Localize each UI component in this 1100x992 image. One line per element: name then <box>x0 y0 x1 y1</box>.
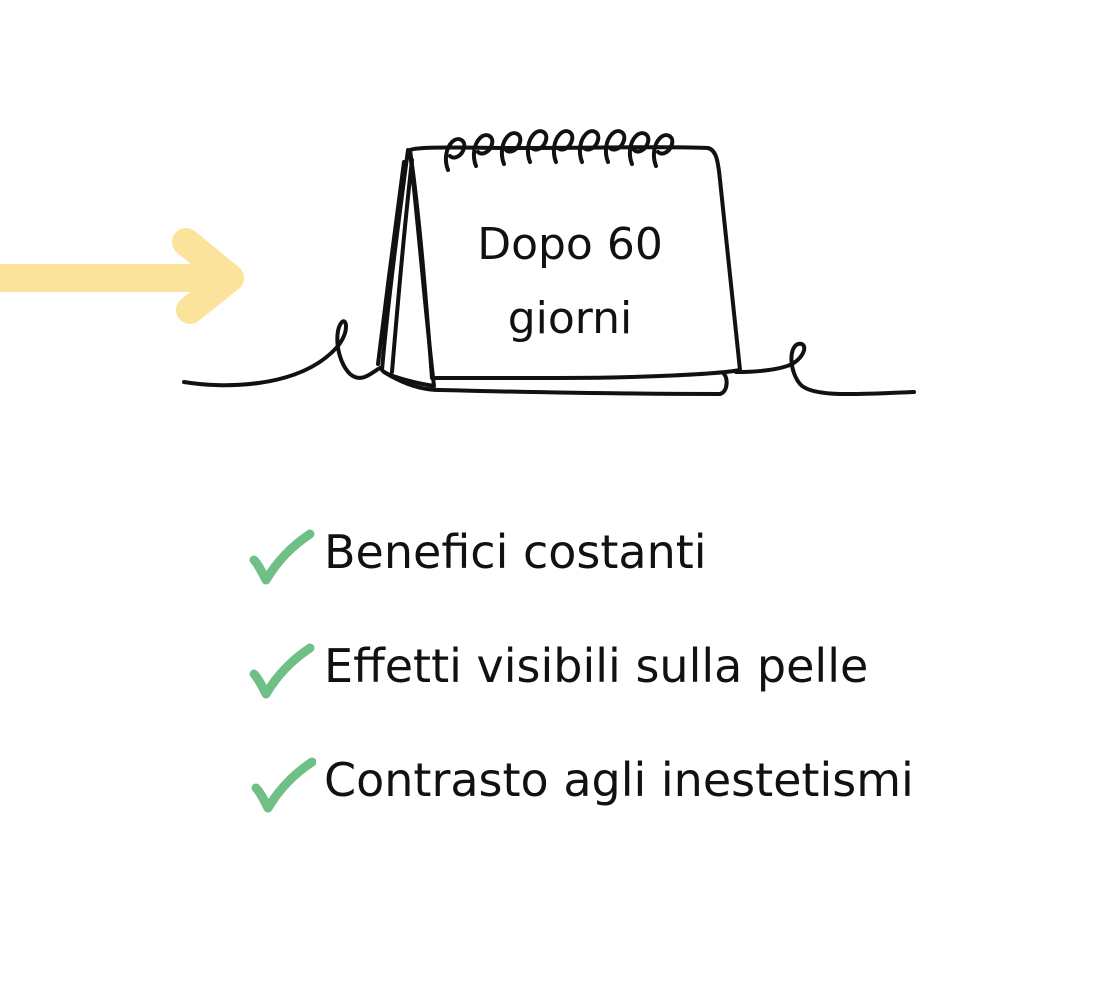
benefit-label: Effetti visibili sulla pelle <box>324 639 869 693</box>
benefit-label: Benefici costanti <box>324 525 707 579</box>
list-item: Effetti visibili sulla pelle <box>244 632 944 746</box>
check-icon <box>249 529 315 585</box>
calendar-line-1: Dopo 60 <box>477 219 663 270</box>
calendar-line-2: giorni <box>507 293 633 344</box>
right-arrow-icon <box>0 226 250 326</box>
check-icon <box>251 757 316 813</box>
desk-calendar-icon <box>180 128 920 408</box>
calendar-label: Dopo 60 giorni <box>410 208 730 356</box>
check-icon <box>249 643 315 699</box>
benefits-list: Benefici costanti Effetti visibili sulla… <box>244 518 944 860</box>
list-item: Contrasto agli inestetismi <box>244 746 944 860</box>
benefit-label: Contrasto agli inestetismi <box>324 753 914 807</box>
list-item: Benefici costanti <box>244 518 944 632</box>
